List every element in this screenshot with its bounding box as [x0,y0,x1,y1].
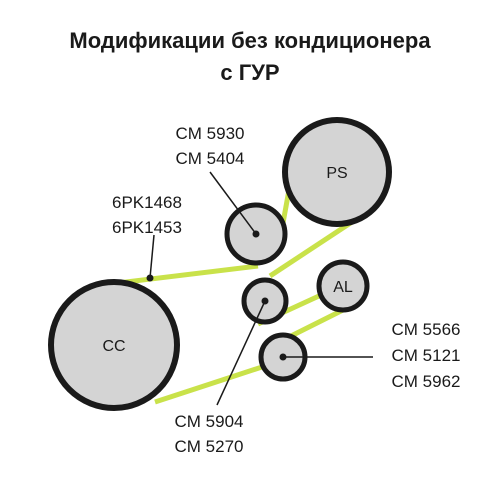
pulley-al-circle [316,259,370,313]
callout-belt: 6PK1468 6PK1453 [112,193,182,237]
leader-belt-dot [146,274,154,282]
callout-idler-middle: CM 5904 CM 5270 [175,412,244,456]
belt-segment-ps-to-al [268,215,360,279]
callout-idler-lower: CM 5566 CM 5121 CM 5962 [392,320,461,391]
callout-belt-part-1: 6PK1468 [112,193,182,212]
callout-idler-lower-part-1: CM 5566 [392,320,461,339]
pulley-ps-label: PS [326,165,347,182]
callout-tensioner-upper-part-1: CM 5930 [176,124,245,143]
pulley-al-label: AL [333,279,353,296]
callout-idler-lower-part-3: CM 5962 [392,372,461,391]
pulley-cc-circle [48,279,180,411]
pulley-cc: CC [48,279,180,411]
belt-segment-cc-to-tensioner [117,263,259,286]
callout-belt-part-2: 6PK1453 [112,218,182,237]
pulley-ps-circle [282,117,392,227]
title-line-2: с ГУР [220,60,279,85]
callout-idler-middle-part-1: CM 5904 [175,412,244,431]
pulley-ps: PS [282,117,392,227]
belt-segment-lower-idler-to-cc [154,364,263,405]
pulley-al: AL [316,259,370,313]
callout-idler-middle-part-2: CM 5270 [175,437,244,456]
title-line-1: Модификации без кондиционера [69,28,431,53]
leader-idler-middle [216,300,266,406]
callout-tensioner-upper: CM 5930 CM 5404 [176,124,245,168]
callout-tensioner-upper-part-2: CM 5404 [176,149,245,168]
pulley-cc-label: CC [102,338,125,355]
leader-tensioner-upper [209,171,257,235]
leader-belt [149,234,155,279]
callout-idler-lower-part-2: CM 5121 [392,346,461,365]
